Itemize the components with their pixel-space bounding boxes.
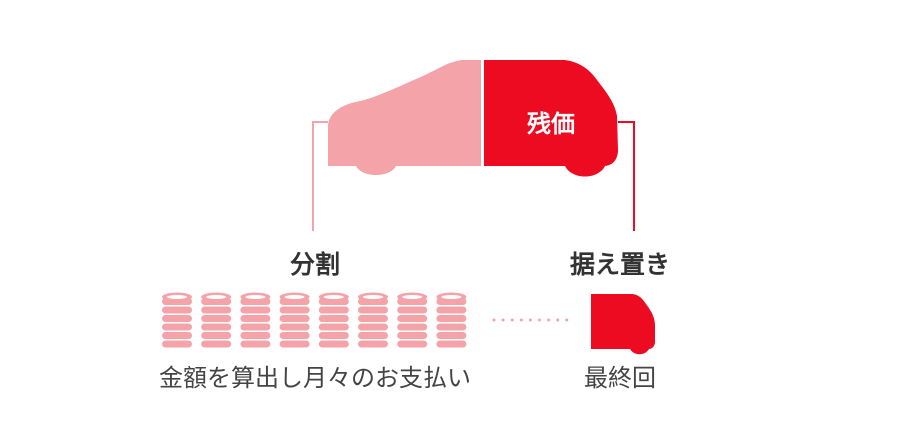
coin-stack-icon	[397, 292, 428, 348]
car-front-residual	[484, 60, 618, 177]
residual-value-label: 残価	[527, 110, 575, 138]
installment-label: 分割	[289, 250, 341, 279]
coin-stack-icon	[318, 292, 349, 348]
coin-stack-icon	[436, 292, 467, 348]
coin-stack-icon	[279, 292, 310, 348]
monthly-payment-caption: 金額を算出し月々のお支払い	[159, 364, 471, 392]
car-rear-installment	[328, 60, 481, 175]
final-payment-caption: 最終回	[584, 364, 656, 392]
coin-stack-icon	[162, 292, 192, 348]
deferred-label: 据え置き	[569, 250, 671, 279]
coin-stack-icon	[201, 292, 232, 348]
coin-stack-icon	[240, 292, 271, 348]
final-car-icon	[591, 294, 655, 355]
coin-stack-icon	[358, 292, 388, 348]
left-connector-line	[312, 121, 328, 231]
right-connector-line	[618, 121, 635, 231]
